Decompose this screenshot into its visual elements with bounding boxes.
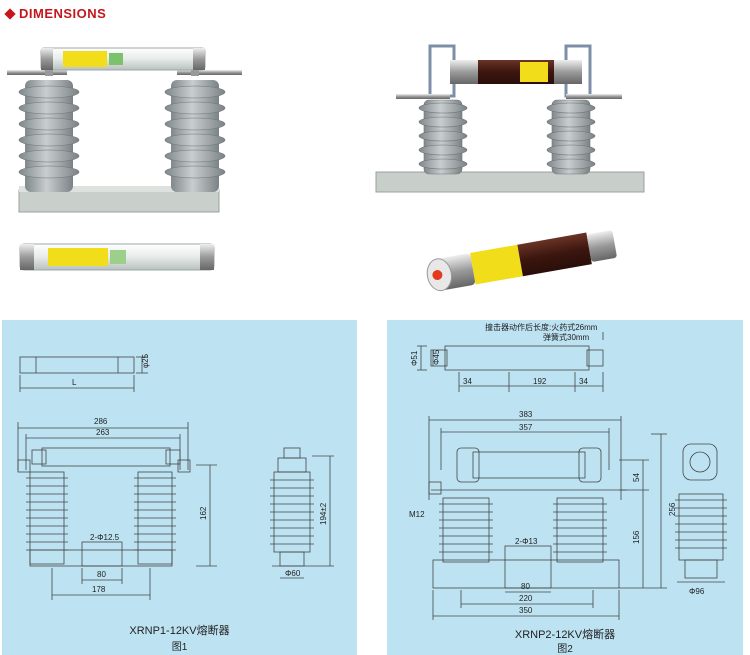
section-title: DIMENSIONS bbox=[19, 6, 107, 21]
photo-xrnp2-assembly bbox=[375, 44, 645, 193]
photo-xrnp1-fuse-tube bbox=[19, 243, 215, 271]
insulator-right bbox=[164, 80, 226, 192]
dim-side-diameter: Φ60 bbox=[285, 569, 301, 578]
figure1-label: 图1 bbox=[171, 642, 188, 653]
dim-tube-diameter: φ25 bbox=[141, 353, 150, 368]
dim-220: 220 bbox=[519, 594, 533, 603]
dim-80: 80 bbox=[521, 582, 530, 591]
xrnp1-dimension-drawing: φ25 L 286 263 162 194±2 2-Φ12.5 80 178 Φ… bbox=[17, 353, 334, 600]
dim-mounting-holes: 2-Φ13 bbox=[515, 537, 538, 546]
photo-xrnp1-assembly bbox=[7, 47, 242, 213]
dim-194: 194±2 bbox=[319, 502, 328, 525]
figure1-model: XRNP1-12KV熔断器 bbox=[129, 625, 230, 637]
dim-192: 192 bbox=[533, 377, 547, 386]
dim-m12: M12 bbox=[409, 510, 425, 519]
dim-383: 383 bbox=[519, 410, 533, 419]
dim-34-right: 34 bbox=[579, 377, 588, 386]
dim-54: 54 bbox=[632, 473, 641, 482]
dim-mounting-holes: 2-Φ12.5 bbox=[90, 533, 120, 542]
dim-357: 357 bbox=[519, 423, 533, 432]
dim-156: 156 bbox=[632, 530, 641, 544]
xrnp2-dimension-drawing: 撞击器动作后长度:火药式26mm 弹簧式30mm Φ51 Φ45 34 192 … bbox=[409, 322, 727, 620]
dim-162: 162 bbox=[199, 506, 208, 520]
figure2-model: XRNP2-12KV熔断器 bbox=[514, 629, 616, 641]
dim-178: 178 bbox=[92, 585, 106, 594]
striker-note-line1: 撞击器动作后长度:火药式26mm bbox=[485, 322, 598, 332]
dim-length-l: L bbox=[72, 378, 77, 387]
dim-350: 350 bbox=[519, 606, 533, 615]
diamond-bullet-icon bbox=[4, 7, 16, 20]
photo-xrnp2-fuse bbox=[426, 230, 617, 292]
dim-256: 256 bbox=[668, 502, 677, 516]
drawing-panel-xrnp2: 撞击器动作后长度:火药式26mm 弹簧式30mm Φ51 Φ45 34 192 … bbox=[387, 320, 743, 655]
insulator-left bbox=[18, 80, 80, 192]
dim-d51: Φ51 bbox=[410, 350, 419, 366]
dim-d45: Φ45 bbox=[432, 349, 441, 365]
dim-80: 80 bbox=[97, 570, 106, 579]
dim-34-left: 34 bbox=[463, 377, 472, 386]
dim-side-diameter: Φ96 bbox=[689, 587, 705, 596]
section-header: DIMENSIONS bbox=[4, 6, 107, 21]
dim-263: 263 bbox=[96, 428, 110, 437]
drawing-panel-xrnp1: φ25 L 286 263 162 194±2 2-Φ12.5 80 178 Φ… bbox=[2, 320, 357, 655]
striker-note-line2: 弹簧式30mm bbox=[543, 332, 590, 342]
dim-286: 286 bbox=[94, 417, 108, 426]
figure2-label: 图2 bbox=[557, 644, 573, 655]
